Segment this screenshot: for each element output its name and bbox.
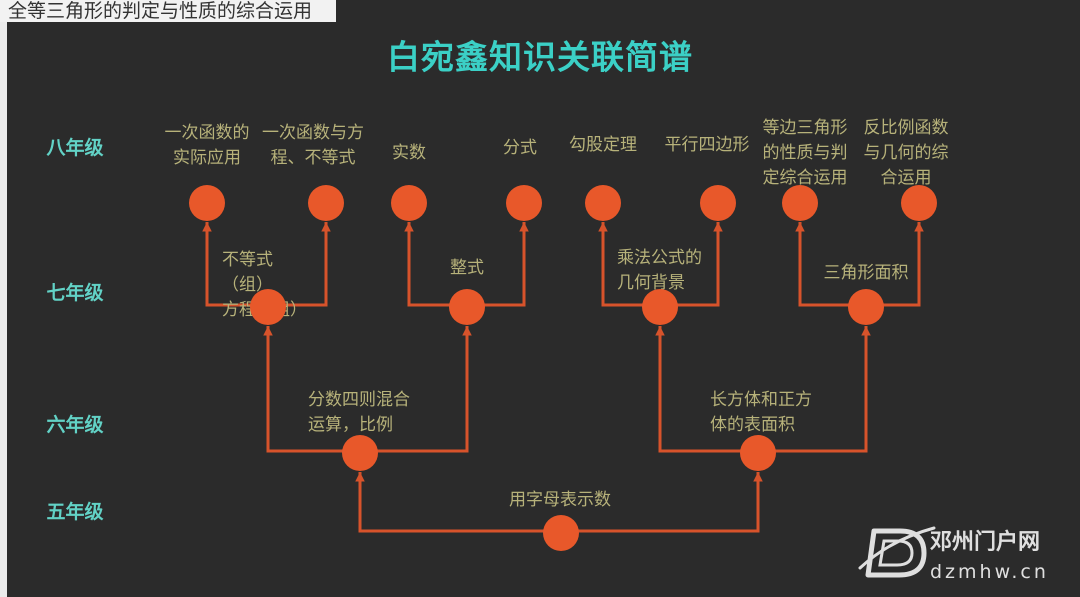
topic-label-line: 分式 [503, 138, 537, 158]
topic-label-line: （组） [222, 275, 273, 295]
topic-node-circle [189, 185, 225, 221]
topic-label-line: 反比例函数 [864, 118, 949, 138]
grade-label-5: 五年级 [46, 500, 103, 523]
diagram-title: 白宛鑫知识关联简谱 [387, 38, 693, 77]
topic-label: 用字母表示数 [509, 490, 611, 510]
topic-node-circle [506, 185, 542, 221]
grade-label-8: 八年级 [46, 136, 103, 159]
topic-label-line: 的性质与判 [763, 143, 848, 163]
topic-label-line: 程、不等式 [271, 148, 356, 168]
topic-node-circle [543, 515, 579, 551]
watermark-name: 邓州门户网 [930, 529, 1040, 555]
topic-label-line: 三角形面积 [824, 263, 909, 283]
topic-node-circle [848, 289, 884, 325]
topic-label-line: 实际应用 [173, 148, 241, 168]
topic-label: 整式 [450, 258, 484, 278]
topic-node-circle [391, 185, 427, 221]
topic-node-circle [342, 435, 378, 471]
topic-label-line: 体的表面积 [710, 415, 795, 435]
topic-node-circle [250, 289, 286, 325]
topic-node-circle [449, 289, 485, 325]
watermark-domain: dzmhw.cn [930, 561, 1049, 583]
left-edge-strip [0, 0, 7, 597]
grade-label-6: 六年级 [46, 413, 103, 436]
topic-label-line: 用字母表示数 [509, 490, 611, 510]
topic-label: 实数 [392, 143, 426, 163]
topic-label-line: 不等式 [222, 250, 273, 270]
topic-label-line: 勾股定理 [569, 135, 637, 155]
topic-label: 三角形面积 [824, 263, 909, 283]
grade-label-7: 七年级 [46, 281, 103, 304]
topic-label-line: 定综合运用 [763, 168, 848, 188]
topic-label-line: 一次函数与方 [262, 123, 364, 143]
topic-node-circle [585, 185, 621, 221]
topic-node-circle [782, 185, 818, 221]
header-strip [0, 0, 336, 22]
topic-label: 平行四边形 [665, 135, 750, 155]
topic-node-circle [700, 185, 736, 221]
topic-label-line: 整式 [450, 258, 484, 278]
topic-label-line: 一次函数的 [165, 123, 250, 143]
topic-node-circle [901, 185, 937, 221]
grade-labels: 八年级 七年级 六年级 五年级 [46, 136, 103, 523]
topic-nodes [189, 185, 937, 551]
topic-label: 分式 [503, 138, 537, 158]
connector-lines [202, 222, 924, 533]
topic-label-line: 乘法公式的 [617, 248, 702, 268]
topic-node-circle [740, 435, 776, 471]
topic-label-line: 实数 [392, 143, 426, 163]
topic-label-line: 几何背景 [617, 273, 685, 293]
topic-label-line: 运算，比例 [308, 415, 393, 435]
header-strip-text: 全等三角形的判定与性质的综合运用 [8, 0, 312, 22]
watermark-logo-icon [858, 526, 936, 578]
topic-label-line: 合运用 [881, 168, 932, 188]
watermark: 邓州门户网 dzmhw.cn [858, 526, 1049, 583]
topic-label-line: 等边三角形 [763, 118, 848, 138]
topic-label-line: 与几何的综 [864, 143, 949, 163]
topic-label-line: 平行四边形 [665, 135, 750, 155]
topic-label: 勾股定理 [569, 135, 637, 155]
topic-label-line: 长方体和正方 [710, 390, 812, 410]
topic-node-circle [642, 289, 678, 325]
topic-label-line: 分数四则混合 [308, 390, 410, 410]
topic-node-circle [308, 185, 344, 221]
